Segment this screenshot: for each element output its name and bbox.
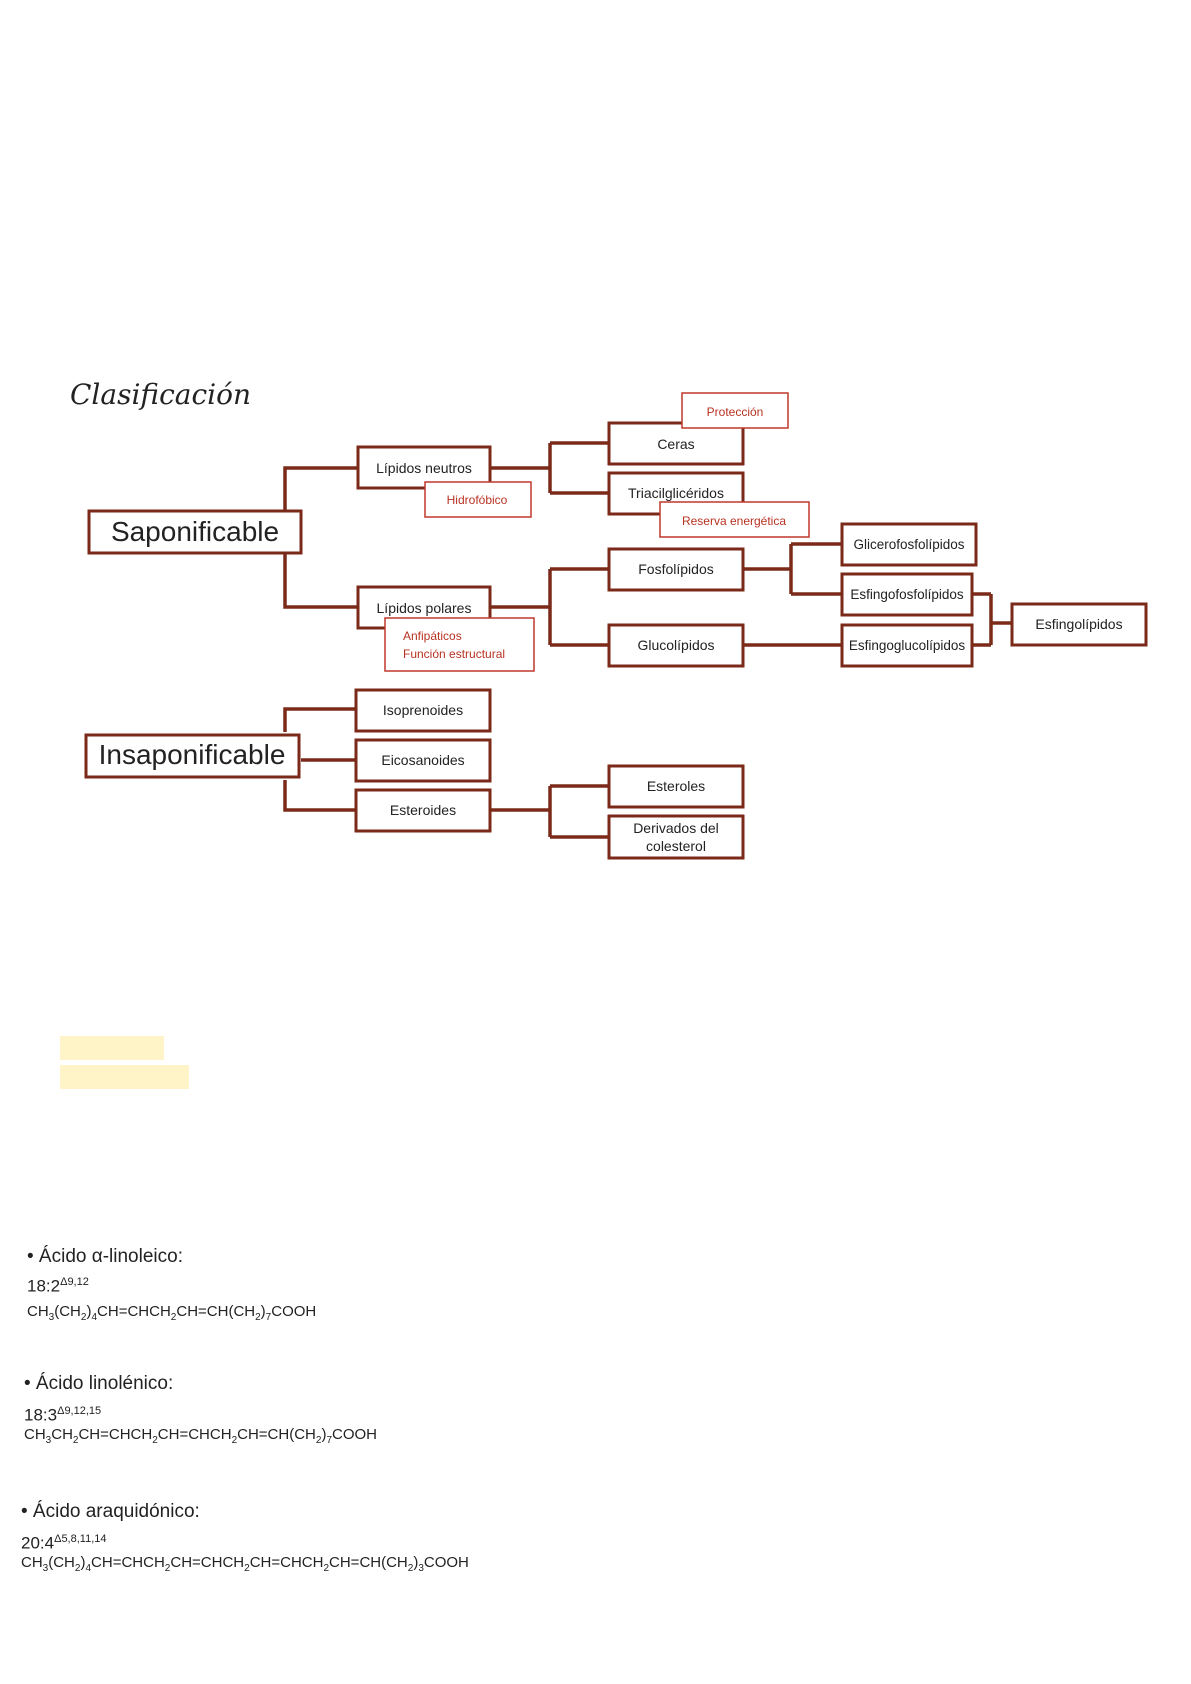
- node-isoprenoides-box: [354, 688, 492, 733]
- node-lipidos-neutros-label: Lípidos neutros: [376, 460, 472, 476]
- note-hidrofobico-box: [424, 481, 532, 518]
- acid-notation: 18:3Δ9,12,15: [24, 1405, 102, 1425]
- acid-alpha-linoleico: • Ácido α-linoleico: 18:2Δ9,12 CH3(CH2)4…: [27, 1246, 316, 1323]
- acid-notation: 18:2Δ9,12: [27, 1276, 89, 1296]
- acid-formula: CH3(CH2)4CH=CHCH2CH=CH(CH2)7COOH: [27, 1302, 317, 1323]
- node-derivados-label-2: colesterol: [646, 838, 706, 854]
- acid-name: • Ácido α-linoleico:: [27, 1246, 183, 1267]
- note-reserva-label: Reserva energética: [682, 514, 786, 528]
- node-derivados-box: [607, 814, 745, 860]
- node-esfingoglucolipidos-box: [840, 623, 974, 668]
- note-proteccion-box: [681, 392, 789, 429]
- node-saponificable-box: [87, 509, 303, 555]
- node-eicosanoides-label: Eicosanoides: [381, 752, 464, 768]
- note-funcion-label: Función estructural: [403, 647, 505, 661]
- node-esfingoglucolipidos-label: Esfingoglucolípidos: [849, 638, 966, 653]
- node-esfingolipidos-label: Esfingolípidos: [1035, 616, 1122, 632]
- acid-formula: CH3(CH2)4CH=CHCH2CH=CHCH2CH=CHCH2CH=CH(C…: [21, 1553, 469, 1574]
- acid-araquidonico: • Ácido araquidónico: 20:4Δ5,8,11,14 CH3…: [21, 1501, 469, 1574]
- node-lipidos-neutros-box: [356, 445, 492, 490]
- highlight-bar: [60, 1065, 189, 1089]
- connector: [283, 552, 358, 609]
- acid-linolenico: • Ácido linolénico: 18:3Δ9,12,15 CH3CH2C…: [24, 1373, 377, 1446]
- node-fosfolipidos-box: [607, 547, 745, 592]
- connector: [283, 780, 356, 812]
- node-isoprenoides-label: Isoprenoides: [383, 702, 463, 718]
- node-esteroles-box: [607, 764, 745, 809]
- node-fosfolipidos-label: Fosfolípidos: [638, 561, 713, 577]
- node-insaponificable-label: Insaponificable: [99, 739, 286, 770]
- node-esfingolipidos-box: [1010, 602, 1148, 647]
- node-triacilgliceridos-label: Triacilglicéridos: [628, 485, 724, 501]
- node-lipidos-polares-label: Lípidos polares: [377, 600, 472, 616]
- node-esteroides-label: Esteroides: [390, 802, 456, 818]
- note-proteccion-label: Protección: [707, 405, 764, 419]
- note-hidrofobico-label: Hidrofóbico: [447, 493, 508, 507]
- node-ceras-box: [607, 421, 745, 466]
- node-insaponificable-box: [84, 733, 301, 779]
- node-glucolipidos-label: Glucolípidos: [637, 637, 714, 653]
- node-esfingofosfolipidos-label: Esfingofosfolípidos: [850, 587, 964, 602]
- acid-formula: CH3CH2CH=CHCH2CH=CHCH2CH=CH(CH2)7COOH: [24, 1425, 377, 1446]
- node-esfingofosfolipidos-box: [840, 572, 974, 617]
- acid-name: • Ácido araquidónico:: [21, 1501, 200, 1522]
- note-anfipaticos-box: [384, 617, 535, 672]
- note-reserva-box: [659, 501, 810, 538]
- highlight-bar: [60, 1036, 164, 1060]
- node-glicerofosfolipidos-box: [840, 522, 978, 567]
- node-glicerofosfolipidos-label: Glicerofosfolípidos: [853, 537, 964, 552]
- acid-notation: 20:4Δ5,8,11,14: [21, 1533, 107, 1553]
- node-esteroles-label: Esteroles: [647, 778, 705, 794]
- node-derivados-label-1: Derivados del: [633, 820, 719, 836]
- page-title: Clasificación: [70, 378, 251, 411]
- node-saponificable-label: Saponificable: [111, 516, 279, 547]
- acid-name: • Ácido linolénico:: [24, 1373, 174, 1394]
- node-ceras-label: Ceras: [657, 436, 694, 452]
- note-anfipaticos-label: Anfipáticos: [403, 629, 462, 643]
- connector: [283, 466, 358, 510]
- connector: [283, 707, 356, 732]
- node-eicosanoides-box: [354, 738, 492, 783]
- node-esteroides-box: [354, 788, 492, 833]
- node-glucolipidos-box: [607, 623, 745, 668]
